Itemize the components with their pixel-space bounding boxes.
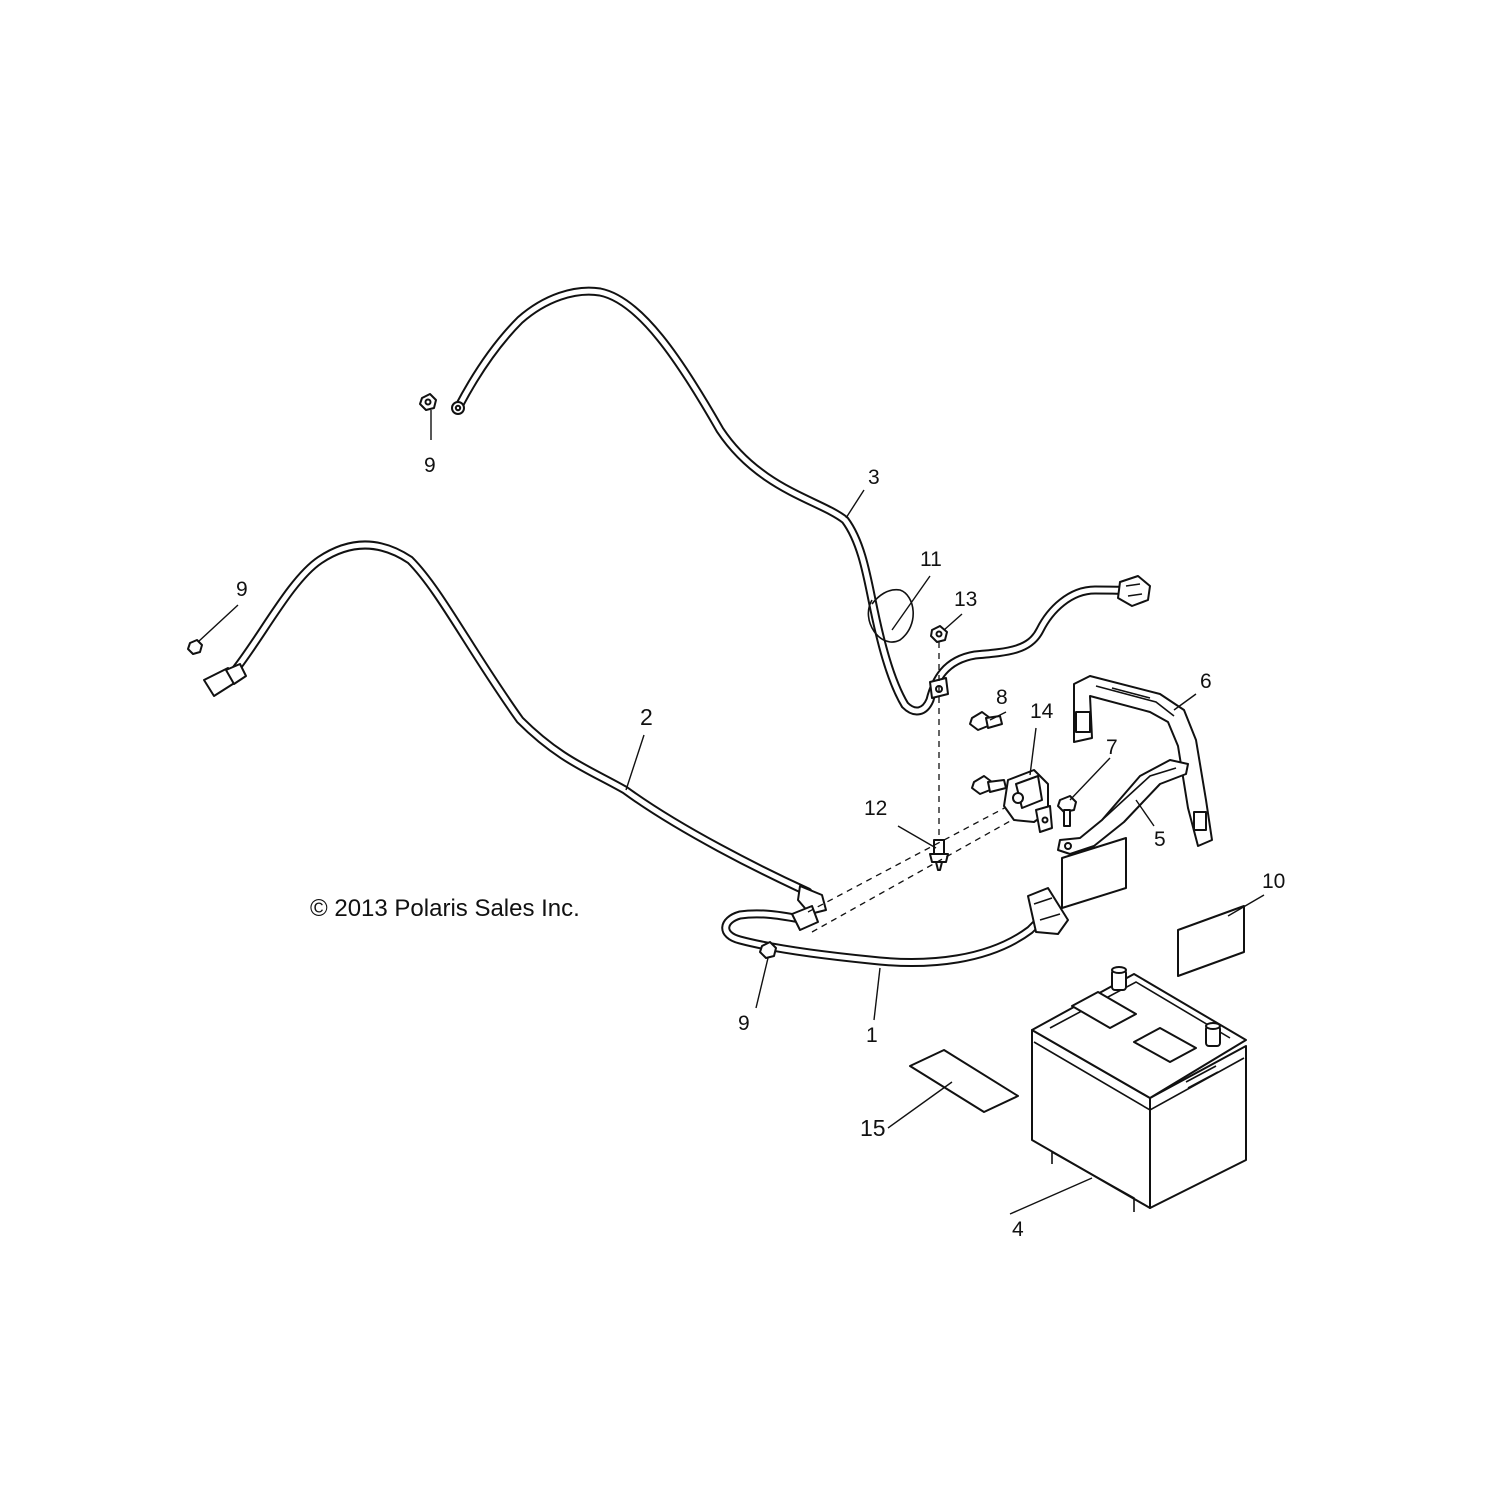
nut-9-top — [419, 393, 437, 411]
nut-9-bottom — [759, 941, 777, 959]
label-15 — [909, 1049, 1019, 1113]
callout-7: 7 — [1106, 736, 1118, 759]
callouts: 9 9 3 2 11 13 8 14 6 7 12 5 10 9 1 15 4 — [236, 454, 1285, 1241]
cable-1 — [721, 887, 1069, 967]
callout-9-top: 9 — [424, 454, 436, 477]
pad-10a — [1061, 837, 1127, 909]
callout-9-left: 9 — [236, 578, 248, 601]
callout-8: 8 — [996, 686, 1008, 709]
strap-6 — [1073, 675, 1213, 847]
callout-11: 11 — [920, 548, 942, 571]
nut-13 — [930, 625, 948, 643]
callout-3: 3 — [868, 466, 880, 489]
cable-3 — [451, 286, 1151, 716]
callout-5: 5 — [1154, 828, 1166, 851]
bolt-7 — [1057, 795, 1077, 827]
callout-4: 4 — [1012, 1218, 1024, 1241]
callout-15: 15 — [860, 1115, 886, 1141]
cable-2 — [203, 540, 827, 915]
pad-10b — [1177, 905, 1245, 977]
callout-13: 13 — [954, 588, 977, 611]
cable-tie-11 — [867, 588, 914, 643]
bolt-8b — [971, 775, 1007, 795]
relay-14 — [1003, 769, 1053, 833]
nut-9-left — [187, 639, 203, 655]
callout-9-bottom: 9 — [738, 1012, 750, 1035]
assembly-lines — [807, 642, 1013, 933]
callout-12: 12 — [864, 797, 887, 820]
leader-lines — [197, 410, 1265, 1215]
bolt-8 — [969, 711, 1003, 731]
callout-2: 2 — [640, 704, 653, 730]
callout-6: 6 — [1200, 670, 1212, 693]
callout-1: 1 — [866, 1024, 878, 1047]
copyright-notice: © 2013 Polaris Sales Inc. — [310, 895, 580, 922]
bracket-5 — [1057, 759, 1189, 855]
battery-4 — [1031, 966, 1247, 1212]
callout-10: 10 — [1262, 870, 1285, 893]
stud-12 — [929, 839, 949, 871]
callout-14: 14 — [1030, 700, 1054, 723]
